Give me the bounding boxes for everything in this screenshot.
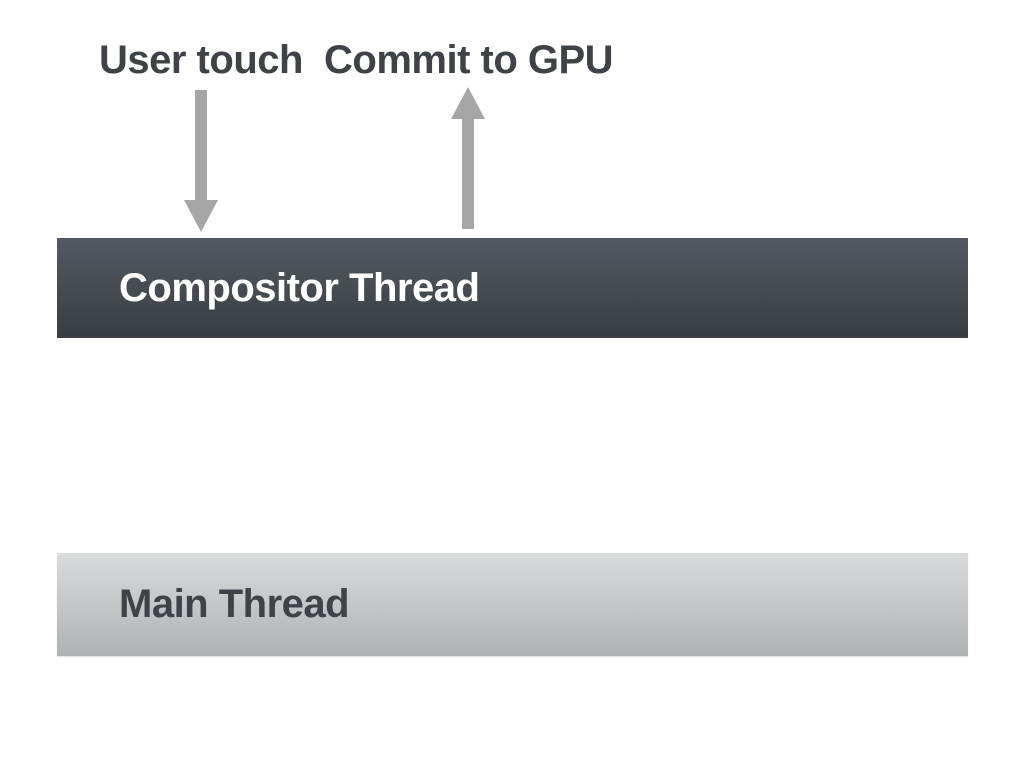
user-touch-label: User touch	[99, 38, 303, 82]
compositor-thread-label: Compositor Thread	[119, 265, 480, 310]
arrow-up-icon	[451, 87, 485, 229]
main-thread-label: Main Thread	[119, 582, 350, 626]
compositor-thread-bar: Compositor Thread	[57, 238, 968, 338]
arrow-down-icon	[184, 90, 218, 232]
commit-to-gpu-label: Commit to GPU	[324, 38, 614, 82]
main-thread-bar: Main Thread	[57, 553, 968, 656]
